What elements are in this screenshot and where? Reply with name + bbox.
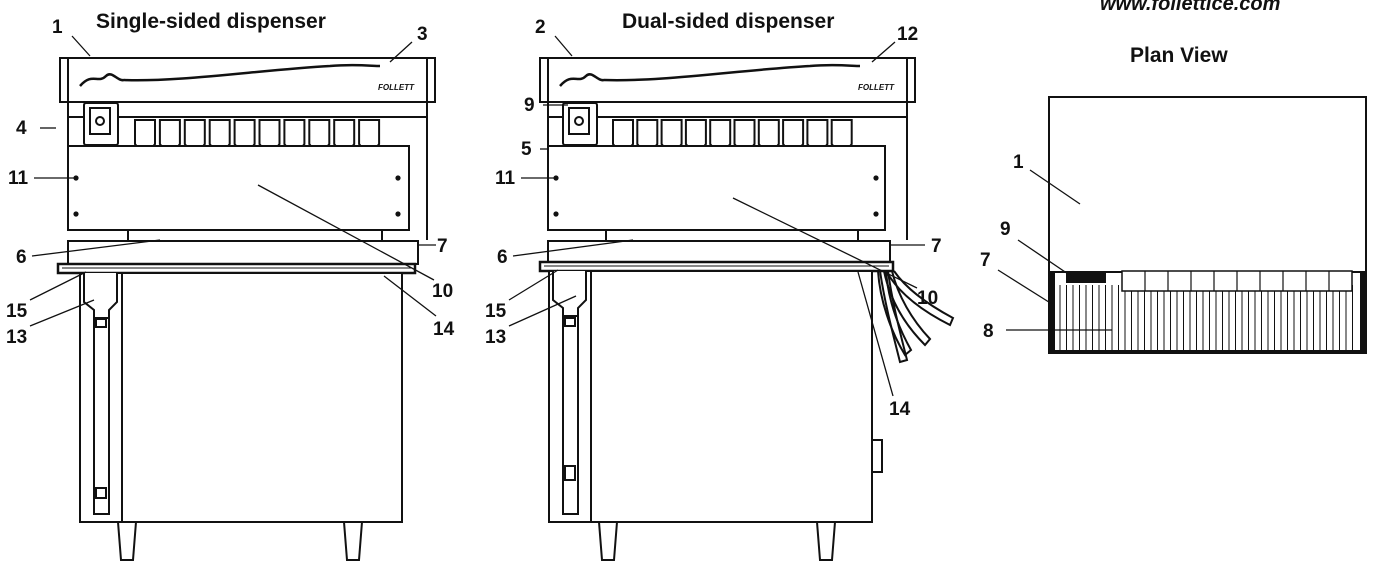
ice-transport-tube: [552, 271, 587, 515]
website-url: www.follettice.com: [1100, 0, 1280, 15]
splash-panel: [547, 145, 886, 231]
drip-grate: [1059, 285, 1353, 350]
callout-1: 1: [52, 17, 63, 38]
callout-13: 13: [6, 327, 27, 348]
side-access-panel: [871, 439, 883, 473]
callout-10: 10: [917, 288, 938, 309]
title-dual: Dual-sided dispenser: [622, 10, 834, 33]
callout-13: 13: [485, 327, 506, 348]
callout-11: 11: [495, 168, 516, 189]
plan-ice-chute: [1066, 273, 1106, 283]
merchandiser-lip: [547, 101, 908, 118]
drip-tray: [67, 240, 419, 265]
title-single: Single-sided dispenser: [96, 10, 326, 33]
callout-14: 14: [889, 399, 911, 420]
leg: [815, 521, 837, 561]
callout-15: 15: [485, 301, 507, 322]
single-callouts: 1 3 4 11 6 7 10 15 13 14: [6, 17, 455, 348]
leg: [597, 521, 619, 561]
callout-11: 11: [8, 168, 29, 189]
callout-2: 2: [535, 17, 546, 38]
leg: [342, 521, 364, 561]
dual-callouts: 2 12 9 5 11 6 7 10 15 13 14: [485, 17, 942, 420]
dual-sided-dispenser: FOLLETT: [538, 57, 955, 561]
plan-callouts: 1 9 7 8: [980, 152, 1112, 342]
plan-view: [1048, 96, 1367, 354]
callout-15: 15: [6, 301, 28, 322]
callout-8: 8: [983, 321, 994, 342]
drain-hoses: [877, 270, 955, 364]
brand-logo: FOLLETT: [858, 83, 895, 92]
swoosh-logo: [79, 63, 381, 87]
title-plan: Plan View: [1130, 44, 1228, 67]
callout-9: 9: [1000, 219, 1011, 240]
swoosh-logo: [559, 63, 861, 87]
merchandiser-top: [539, 57, 916, 103]
cabinet: [548, 270, 873, 523]
callout-4: 4: [16, 118, 27, 139]
brand-logo: FOLLETT: [378, 83, 415, 92]
callout-6: 6: [16, 247, 27, 268]
callout-5: 5: [521, 139, 532, 160]
callout-3: 3: [417, 24, 428, 45]
plan-top: [1048, 96, 1367, 273]
callout-7: 7: [931, 236, 942, 257]
callout-7: 7: [437, 236, 448, 257]
callout-14: 14: [433, 319, 455, 340]
splash-panel: [67, 145, 410, 231]
callout-6: 6: [497, 247, 508, 268]
callout-1: 1: [1013, 152, 1024, 173]
ice-transport-tube: [83, 273, 118, 515]
single-sided-dispenser: FOLLETT: [56, 57, 436, 561]
cabinet: [79, 272, 403, 523]
leg: [116, 521, 138, 561]
callout-9: 9: [524, 95, 535, 116]
callout-7: 7: [980, 250, 991, 271]
callout-12: 12: [897, 24, 918, 45]
callout-10: 10: [432, 281, 453, 302]
merchandiser-top: [59, 57, 436, 103]
merchandiser-lip: [67, 101, 428, 118]
